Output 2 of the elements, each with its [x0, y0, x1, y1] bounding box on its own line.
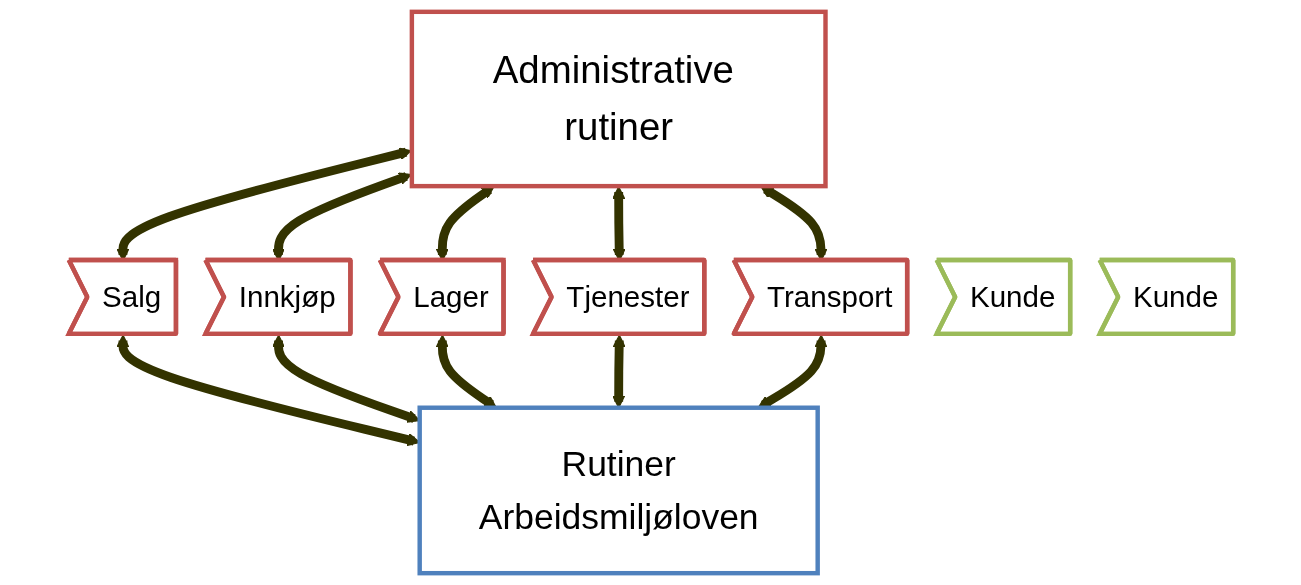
node-box: Rutiner Arbeidsmiljøloven	[416, 405, 820, 576]
node-box: Administrative rutiner	[409, 9, 828, 189]
